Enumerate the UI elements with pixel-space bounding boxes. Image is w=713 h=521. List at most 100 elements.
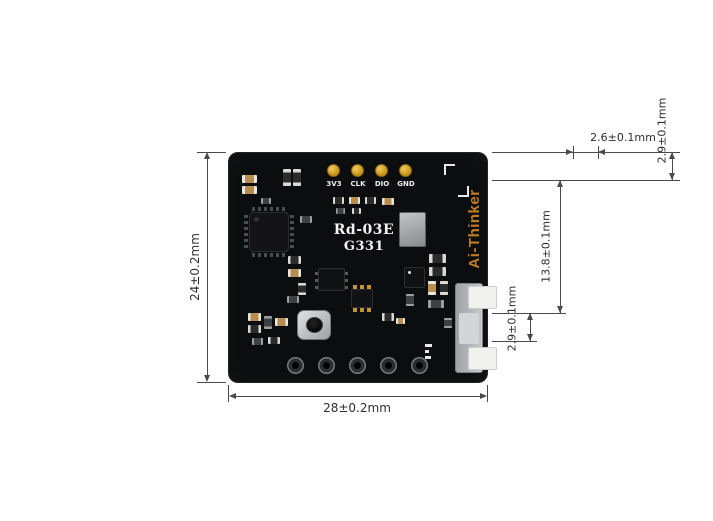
dimension-line (207, 157, 208, 378)
antenna-corner-mark (444, 164, 455, 175)
gold-pad-clk (351, 164, 364, 177)
ic-chip (351, 289, 373, 308)
smd-component (300, 216, 312, 223)
extension-line (197, 152, 226, 153)
ic-pin (345, 286, 348, 289)
smd-component (261, 198, 271, 204)
smd-component (298, 283, 306, 295)
qfn-pins (290, 215, 294, 249)
ic-pin (353, 285, 357, 289)
pad-label: CLK (350, 180, 366, 188)
smd-component (264, 316, 272, 329)
smd-component (287, 296, 299, 303)
smd-component (406, 294, 414, 306)
smd-component (268, 337, 280, 344)
pad-label: DIO (374, 180, 390, 188)
pad-label: 3V3 (326, 180, 342, 188)
smd-component (275, 318, 288, 326)
smd-component (288, 256, 301, 264)
ic-marking-dot (408, 271, 411, 274)
ic-pin (360, 285, 364, 289)
extension-line (487, 385, 488, 402)
smd-component (283, 169, 291, 186)
silkscreen-model: Rd-03E (333, 222, 395, 238)
dim-right-middle: 13.8±0.1mm (539, 210, 553, 283)
dim-board-width: 28±0.2mm (323, 401, 391, 415)
dim-board-height: 24±0.2mm (188, 233, 202, 301)
arrowhead-icon (669, 173, 675, 180)
smd-component (248, 313, 261, 321)
smd-component (382, 313, 394, 321)
pin1-dot (254, 217, 259, 222)
through-hole-pad (349, 357, 366, 374)
antenna-corner-mark (458, 186, 469, 197)
ic-pin (353, 308, 357, 312)
silkscreen-mark (425, 356, 431, 359)
edge-connector-tab (468, 286, 497, 309)
ic-chip (404, 267, 425, 288)
smd-component (428, 300, 444, 308)
smd-component (252, 338, 263, 345)
silkscreen-mark (425, 344, 432, 347)
ic-pin (315, 272, 318, 275)
smd-component (242, 175, 257, 183)
smd-component (336, 208, 345, 214)
through-hole-pad (287, 357, 304, 374)
metal-can-component (399, 212, 426, 247)
ic-pin (315, 279, 318, 282)
through-hole-pad (380, 357, 397, 374)
extension-line (492, 180, 680, 181)
arrowhead-icon (598, 149, 605, 155)
gold-pad-gnd (399, 164, 412, 177)
qfn-pins (244, 215, 248, 249)
edge-connector-mid (459, 313, 479, 344)
smd-component (444, 318, 452, 328)
arrowhead-icon (557, 306, 563, 313)
ic-pin (345, 279, 348, 282)
ic-pin (315, 286, 318, 289)
ic-pin (345, 272, 348, 275)
arrowhead-icon (557, 180, 563, 187)
ic-pin (360, 308, 364, 312)
extension-line (492, 341, 537, 342)
dim-right-bottom: 2.9±0.1mm (505, 285, 519, 352)
smd-component (429, 267, 446, 276)
dimension-line (560, 180, 561, 313)
extension-line (228, 385, 229, 402)
dim-top-right-width: 2.6±0.1mm (590, 131, 656, 144)
smd-component (382, 198, 394, 205)
dimension-line (672, 152, 673, 180)
smd-component (352, 208, 361, 214)
dimension-line (233, 396, 483, 397)
gold-pad-3v3 (327, 164, 340, 177)
ic-pin (367, 285, 371, 289)
smd-component (333, 197, 344, 204)
qfn-pins (252, 253, 286, 257)
brand-text: Ai-Thinker (466, 189, 483, 269)
arrowhead-icon (566, 149, 573, 155)
extension-line (573, 146, 574, 159)
smd-component (293, 169, 301, 186)
pad-label: GND (397, 180, 415, 188)
arrowhead-icon (527, 334, 533, 341)
silkscreen-mark (425, 350, 429, 353)
smd-component (248, 325, 261, 333)
smd-component (365, 197, 376, 204)
silkscreen-variant: G331 (343, 239, 385, 254)
smd-component (242, 186, 257, 194)
smd-component (288, 269, 301, 277)
arrowhead-icon (669, 152, 675, 159)
crystal-dome (306, 317, 323, 333)
through-hole-pad (318, 357, 335, 374)
smd-component (396, 318, 405, 324)
arrowhead-icon (204, 152, 210, 159)
smd-component (440, 281, 448, 295)
ic-pin (367, 308, 371, 312)
arrowhead-icon (480, 393, 487, 399)
smd-component (349, 197, 360, 204)
through-hole-pad (411, 357, 428, 374)
extension-line (197, 382, 226, 383)
arrowhead-icon (229, 393, 236, 399)
dimension-line (530, 313, 531, 341)
